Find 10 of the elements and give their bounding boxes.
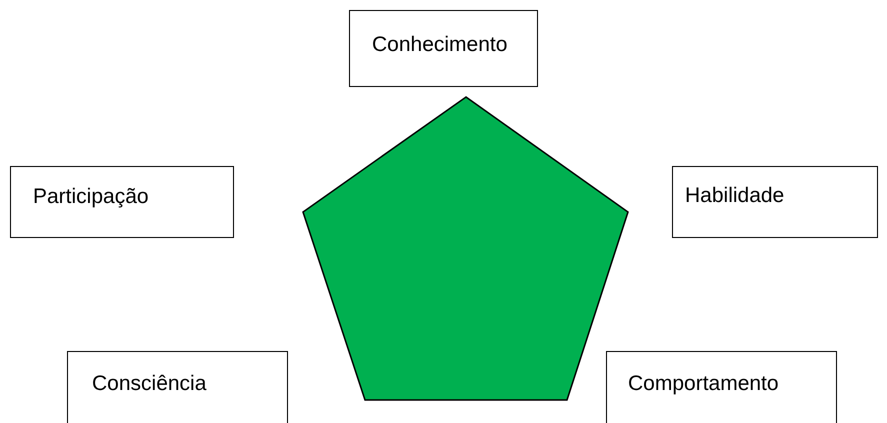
box-label: Comportamento [628, 372, 779, 396]
text-box [672, 166, 878, 238]
text-box [67, 351, 288, 423]
box-label: Participação [33, 185, 149, 209]
text-box [606, 351, 837, 423]
box-label: Conhecimento [372, 33, 508, 57]
text-box [10, 166, 234, 238]
text-box [349, 10, 538, 87]
box-label: Consciência [92, 372, 206, 396]
box-label: Habilidade [685, 184, 784, 208]
